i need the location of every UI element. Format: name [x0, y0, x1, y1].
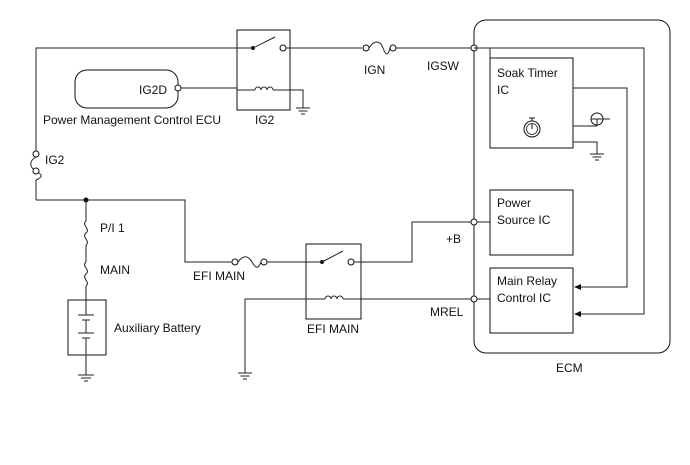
- efi-coil-ground: [238, 298, 306, 380]
- mrel-terminal: [470, 295, 478, 303]
- main-relay-control-ic-box: [489, 267, 574, 334]
- auxiliary-battery: [67, 299, 107, 356]
- ig2-relay: [236, 29, 291, 111]
- igsw-internal-wire: [477, 47, 491, 58]
- power-source-ic-box: [489, 189, 574, 256]
- ig2-relay-label: IG2: [255, 113, 275, 127]
- igsw-terminal-label: IGSW: [427, 59, 460, 73]
- ig2-fuse: [30, 150, 42, 200]
- efi-main-relay: [305, 243, 362, 320]
- soak-timer-ic-box: [489, 57, 574, 149]
- pi1-fuse: [84, 200, 88, 262]
- plus-b-wire: [361, 221, 474, 263]
- main-fuse: [84, 261, 88, 300]
- main-fuse-label: MAIN: [100, 263, 130, 277]
- auxiliary-battery-label: Auxiliary Battery: [114, 321, 201, 335]
- plus-b-terminal-label: +B: [446, 232, 461, 246]
- ecm-label: ECM: [556, 361, 583, 375]
- pi1-fuse-label: P/I 1: [100, 221, 125, 235]
- ig2-fuse-label: IG2: [45, 153, 65, 167]
- soak-timer-to-main-relay-signal: [573, 87, 628, 290]
- main-relay-control-ic-label-line2: Control IC: [497, 291, 551, 305]
- junction-wire: [36, 197, 232, 263]
- efi-main-fuse: [231, 256, 320, 268]
- soak-timer-ic-label-line2: IC: [497, 83, 509, 97]
- battery-ground: [78, 355, 94, 382]
- power-source-ic-label-line1: Power: [497, 196, 531, 210]
- igsw-to-main-relay-signal: [474, 47, 645, 317]
- clock-icon: [523, 117, 541, 138]
- soak-timer-supply: [573, 112, 610, 127]
- soak-timer-ground: [573, 141, 604, 161]
- efi-main-fuse-label: EFI MAIN: [193, 269, 245, 283]
- ig2-coil-ground: [290, 89, 310, 115]
- ig2d-terminal-label: IG2D: [139, 83, 167, 97]
- top-wire: [35, 47, 474, 152]
- ig2d-terminal: [174, 84, 182, 92]
- soak-timer-ic-label-line1: Soak Timer: [497, 66, 558, 80]
- plus-b-terminal: [470, 218, 478, 226]
- ign-fuse-label: IGN: [364, 63, 385, 77]
- ecm-box: [473, 19, 671, 354]
- efi-main-relay-label: EFI MAIN: [307, 322, 359, 336]
- ign-fuse: [362, 41, 397, 55]
- power-management-ecu-label: Power Management Control ECU: [43, 113, 221, 127]
- power-source-ic-label-line2: Source IC: [497, 213, 551, 227]
- main-relay-control-ic-label-line1: Main Relay: [497, 274, 557, 288]
- mrel-terminal-label: MREL: [430, 305, 464, 319]
